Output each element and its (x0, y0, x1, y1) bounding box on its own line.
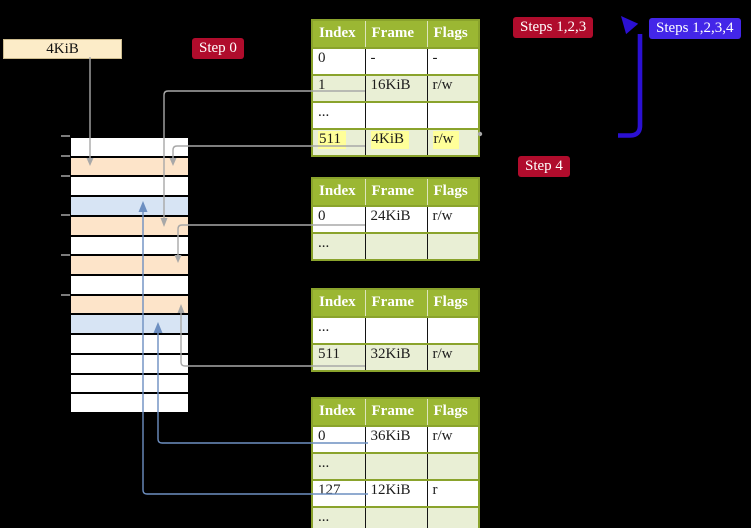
step-4-badge: Step 4 (518, 156, 570, 177)
table-cell-flags: r/w (426, 205, 479, 233)
tick-mark (61, 254, 70, 256)
highlighted-value: 4KiB (370, 131, 410, 149)
table-row: ... (312, 232, 479, 260)
table-cell-index: 127 (312, 479, 365, 507)
table-cell-frame (364, 232, 427, 260)
table-cell-index: 1 (312, 74, 365, 102)
table-cell-frame: 32KiB (364, 343, 427, 371)
table-cell-index: ... (312, 101, 365, 129)
table-row: ... (312, 452, 479, 480)
memory-row-8 (71, 276, 188, 294)
table-row: ... (312, 316, 479, 344)
table-cell-index: 0 (312, 425, 365, 453)
step-0-badge: Step 0 (192, 38, 244, 59)
arrowhead-up-left-icon (621, 16, 639, 35)
table-cell-index: ... (312, 232, 365, 260)
table-cell-frame: 12KiB (364, 479, 427, 507)
table-header-cell: Flags (426, 178, 479, 207)
table-cell-frame: 24KiB (364, 205, 427, 233)
table-cell-frame (364, 506, 427, 528)
table-header-cell: Flags (426, 20, 479, 49)
memory-row-7 (71, 256, 188, 275)
table-row: 0-- (312, 47, 479, 75)
memory-row-11 (71, 335, 188, 353)
tick-mark (61, 175, 70, 177)
memory-row-14 (71, 394, 188, 413)
table-cell-flags (426, 101, 479, 129)
memory-row-10 (71, 315, 188, 334)
memory-row-12 (71, 354, 188, 373)
table-cell-index: ... (312, 506, 365, 528)
memory-row-2 (71, 157, 188, 176)
table-cell-frame: - (364, 47, 427, 75)
table-cell-flags: r (426, 479, 479, 507)
table-header-cell: Index (312, 20, 365, 49)
table-header-cell: Frame (364, 178, 427, 207)
table-cell-flags: - (426, 47, 479, 75)
table-cell-index: ... (312, 452, 365, 480)
table-cell-frame: 36KiB (364, 425, 427, 453)
table-cell-index: ... (312, 316, 365, 344)
table-cell-flags: r/w (426, 425, 479, 453)
table-row: ... (312, 101, 479, 129)
table-cell-flags: r/w (426, 343, 479, 371)
table-cell-flags (426, 452, 479, 480)
table-cell-frame: 16KiB (364, 74, 427, 102)
table-cell-frame: 4KiB (364, 128, 427, 156)
page-size-label: 4KiB (3, 39, 122, 59)
table-header-cell: Index (312, 289, 365, 318)
tick-mark (61, 294, 70, 296)
tick-mark (61, 135, 70, 137)
table-cell-index: 0 (312, 205, 365, 233)
memory-row-1 (71, 138, 188, 156)
highlighted-value: r/w (432, 131, 459, 149)
memory-strip (69, 136, 190, 414)
memory-row-4 (71, 197, 188, 215)
table-header-cell: Frame (364, 289, 427, 318)
table-row: ... (312, 506, 479, 528)
steps-123-badge: Steps 1,2,3 (513, 17, 594, 38)
table-cell-flags (426, 506, 479, 528)
table-cell-flags (426, 232, 479, 260)
table-header-cell: Flags (426, 289, 479, 318)
table-cell-flags: r/w (426, 128, 479, 156)
memory-row-6 (71, 236, 188, 255)
table-header-cell: Index (312, 398, 365, 427)
table-cell-flags (426, 316, 479, 344)
table-cell-frame (364, 452, 427, 480)
table-header-cell: Index (312, 178, 365, 207)
table-row: 511 4KiB r/w (312, 128, 479, 156)
table-cell-frame (364, 101, 427, 129)
steps-flow-arrow (618, 34, 643, 138)
table-cell-index: 0 (312, 47, 365, 75)
steps-1234-badge: Steps 1,2,3,4 (649, 18, 741, 39)
table-cell-flags: r/w (426, 74, 479, 102)
memory-row-13 (71, 374, 188, 393)
table-header-cell: Frame (364, 20, 427, 49)
table-header-cell: Frame (364, 398, 427, 427)
memory-row-5 (71, 216, 188, 235)
tick-mark (61, 155, 70, 157)
table-header-cell: Flags (426, 398, 479, 427)
table-cell-index: 511 (312, 343, 365, 371)
memory-row-9 (71, 295, 188, 314)
memory-row-3 (71, 177, 188, 196)
table-cell-frame (364, 316, 427, 344)
highlighted-value: 511 (318, 131, 346, 149)
tick-mark (61, 214, 70, 216)
table-cell-index: 511 (312, 128, 365, 156)
